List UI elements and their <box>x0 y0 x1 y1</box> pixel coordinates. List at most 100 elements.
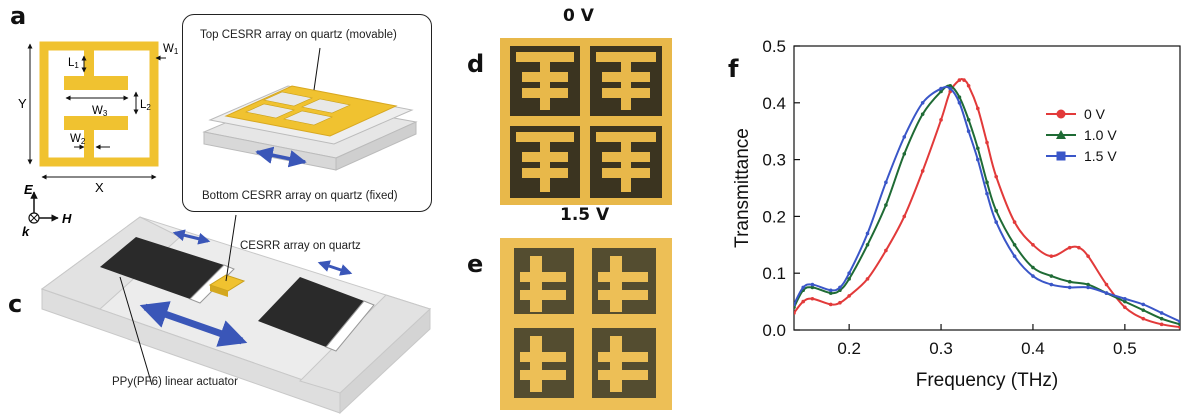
data-point <box>1141 308 1146 312</box>
legend-marker-square <box>1056 151 1066 161</box>
data-point <box>847 294 851 298</box>
panel-a-unit-cell: Y X W3 L1 L2 W1 W2 <box>18 41 179 195</box>
data-point <box>1012 220 1017 224</box>
y-tick-label: 0.4 <box>762 94 786 113</box>
svg-text:W2: W2 <box>70 133 86 146</box>
dim-y-label: Y <box>18 96 27 111</box>
data-point <box>1031 265 1035 270</box>
data-point <box>838 285 842 290</box>
data-point <box>976 146 980 151</box>
x-tick-label: 0.3 <box>929 339 953 358</box>
data-point <box>920 101 925 105</box>
data-point <box>966 83 971 88</box>
svg-text:W1: W1 <box>163 43 179 56</box>
panel-letter-a: a <box>10 2 27 30</box>
legend-label: 0 V <box>1084 106 1106 122</box>
panel-c-device: CESRR array on quartz PPy(PF6) linear ac… <box>40 214 431 415</box>
data-point <box>902 214 907 219</box>
data-point <box>1159 316 1164 321</box>
dim-l2-label: L <box>140 99 147 111</box>
data-point <box>976 106 980 111</box>
dim-w2-label: W <box>70 133 81 145</box>
cesrr-bottom-bar <box>64 116 128 130</box>
data-point <box>1031 243 1035 247</box>
data-point <box>902 152 907 156</box>
data-point <box>957 101 962 105</box>
data-point <box>985 140 989 145</box>
data-point <box>985 180 989 185</box>
cesrr-top-bar <box>64 76 128 90</box>
data-point <box>1049 274 1054 278</box>
data-point <box>828 291 833 295</box>
data-point <box>794 311 796 315</box>
data-point <box>1178 322 1180 327</box>
actuator-left <box>100 237 224 299</box>
legend-marker-triangle <box>1056 130 1066 139</box>
data-point <box>948 83 953 88</box>
data-point <box>884 180 888 185</box>
voltage-label-e: 1.5 V <box>560 205 610 225</box>
legend-label: 1.0 V <box>1084 127 1117 143</box>
data-point <box>1159 322 1164 327</box>
data-point <box>948 86 953 91</box>
data-point <box>976 157 980 162</box>
legend-marker-circle <box>1056 109 1066 119</box>
data-point <box>1178 325 1180 329</box>
data-point <box>794 305 796 310</box>
data-point <box>1159 311 1164 315</box>
data-point <box>865 231 870 236</box>
panel-letter-d: d <box>467 50 485 78</box>
svg-text:L2: L2 <box>140 99 151 112</box>
data-point <box>985 191 989 196</box>
data-point <box>865 243 870 247</box>
data-point <box>994 208 998 213</box>
data-point <box>966 118 971 122</box>
panel-letter-e: e <box>467 250 484 278</box>
dim-w1-label: W <box>163 43 174 55</box>
data-point <box>1077 245 1081 250</box>
data-point <box>1178 319 1180 324</box>
voltage-label-d: 0 V <box>563 6 594 26</box>
data-point <box>838 300 842 305</box>
y-tick-label: 0.3 <box>762 151 786 170</box>
axis-h-label: H <box>62 211 72 226</box>
data-point <box>1141 316 1146 321</box>
data-point <box>865 277 870 281</box>
dim-x-label: X <box>95 180 104 195</box>
y-tick-label: 0.5 <box>762 37 786 56</box>
cesrr-top-stem <box>84 50 94 78</box>
data-point <box>884 203 888 207</box>
data-point <box>1123 299 1127 304</box>
panel-letter-c: c <box>8 290 23 318</box>
x-axis-title: Frequency (THz) <box>916 370 1059 391</box>
motion-arrow-main <box>139 301 248 347</box>
legend-label: 1.5 V <box>1084 148 1117 164</box>
svg-text:W3: W3 <box>92 105 108 118</box>
data-point <box>1086 282 1090 287</box>
y-tick-label: 0.2 <box>762 207 786 226</box>
data-point <box>902 135 907 139</box>
data-point <box>994 220 998 224</box>
data-point <box>1067 285 1072 290</box>
data-point <box>1012 243 1017 247</box>
data-point <box>828 302 833 307</box>
data-point <box>1086 285 1090 290</box>
data-point <box>1141 302 1146 307</box>
bottom-array-label: Bottom CESRR array on quartz (fixed) <box>202 190 398 202</box>
data-point <box>957 95 962 99</box>
data-point <box>801 299 805 304</box>
micrograph-0v <box>500 38 672 205</box>
data-point <box>939 89 943 94</box>
data-point <box>1012 254 1017 258</box>
y-tick-label: 0.0 <box>762 321 786 340</box>
dim-l1-label: L <box>68 57 75 69</box>
data-point <box>810 285 815 290</box>
data-point <box>920 112 925 116</box>
data-point <box>1086 254 1090 258</box>
data-point <box>957 78 962 82</box>
top-array-label: Top CESRR array on quartz (movable) <box>200 29 397 41</box>
chart-legend: 0 V 1.0 V 1.5 V <box>1046 106 1117 164</box>
series-line-1.5-V <box>794 85 1180 323</box>
data-point <box>810 296 815 301</box>
